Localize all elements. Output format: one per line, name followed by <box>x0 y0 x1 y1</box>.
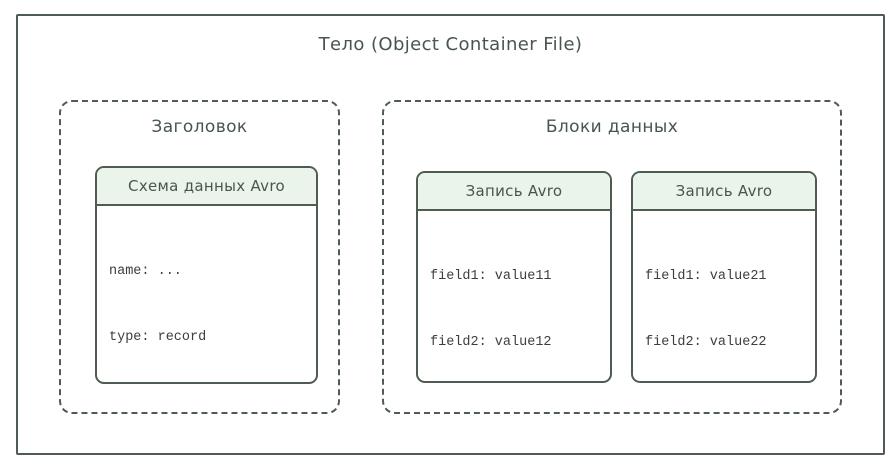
record-line: field2: value22 <box>645 335 767 350</box>
avro-schema-card-body: name: ... type: record field1: datatype1… <box>97 206 316 382</box>
avro-record-card-1-body: field1: value11 field2: value12 ... [sys… <box>418 211 610 381</box>
object-container-file-box: Тело (Object Container File) Заголовок С… <box>16 14 885 455</box>
avro-record-card-1: Запись Avro field1: value11 field2: valu… <box>416 171 612 383</box>
avro-schema-card: Схема данных Avro name: ... type: record… <box>95 166 318 384</box>
record-line: field1: value21 <box>645 269 767 284</box>
avro-record-card-2-title: Запись Avro <box>633 173 815 211</box>
avro-record-card-1-title: Запись Avro <box>418 173 610 211</box>
avro-record-card-2: Запись Avro field1: value21 field2: valu… <box>631 171 817 383</box>
record-line: field1: value11 <box>430 269 552 284</box>
diagram-title: Тело (Object Container File) <box>318 34 583 55</box>
data-blocks-section: Блоки данных Запись Avro field1: value11… <box>382 100 842 414</box>
schema-line: type: record <box>109 330 207 345</box>
schema-line: name: ... <box>109 264 182 279</box>
record-line: field2: value12 <box>430 335 552 350</box>
header-section: Заголовок Схема данных Avro name: ... ty… <box>59 100 340 414</box>
avro-schema-card-title: Схема данных Avro <box>97 168 316 206</box>
avro-record-card-2-body: field1: value21 field2: value22 ... [sys… <box>633 211 815 381</box>
header-section-title: Заголовок <box>151 117 248 137</box>
data-blocks-section-title: Блоки данных <box>545 117 679 137</box>
